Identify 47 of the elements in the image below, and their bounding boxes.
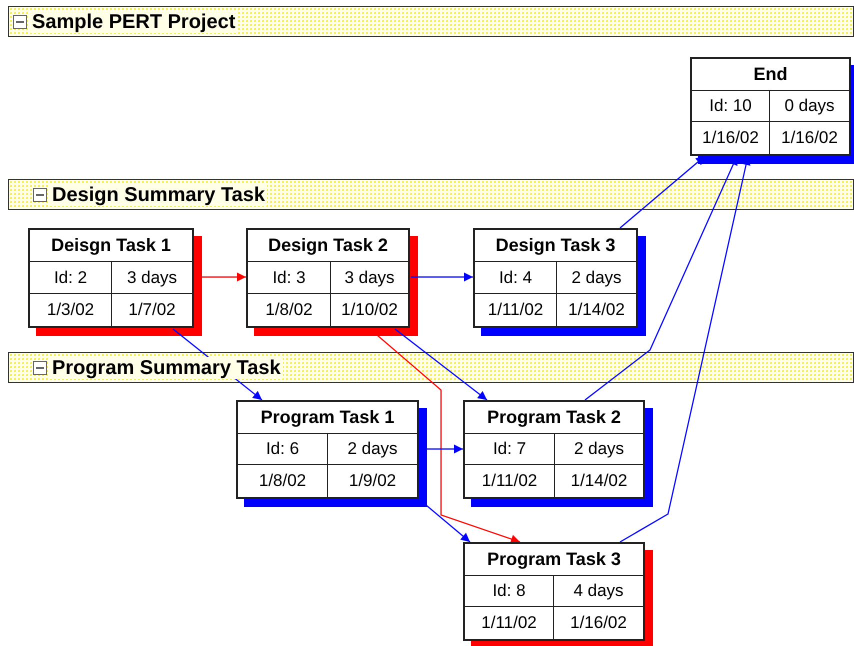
start-date: 1/3/02: [30, 294, 112, 326]
task-name: Design Task 2: [248, 230, 408, 262]
finish-date: 1/14/02: [570, 470, 628, 492]
task-box: [473, 228, 638, 328]
task-duration: 3 days: [331, 262, 408, 294]
task-name: Program Task 1: [238, 402, 417, 434]
task-id: Id: 6: [238, 434, 328, 466]
start-date: 1/11/02: [465, 465, 555, 497]
task-box: [463, 542, 645, 641]
task-duration: 3 days: [112, 262, 192, 294]
task-name: Design Task 3: [475, 230, 636, 262]
start-date: 1/11/02: [465, 607, 554, 639]
task-box: [246, 228, 410, 328]
summary-title: Design Summary Task: [50, 184, 268, 206]
task-id: Id: 8: [465, 576, 554, 608]
task-name: Program Task 2: [465, 402, 643, 434]
task-duration: 4 days: [554, 576, 643, 608]
task-id: Id: 3: [248, 262, 331, 294]
task-box: [463, 400, 645, 499]
task-name: End: [692, 59, 849, 91]
finish-date: 1/16/02: [569, 612, 628, 634]
task-id: Id: 4: [475, 262, 557, 294]
task-box: [690, 57, 851, 156]
finish-date: 1/9/02: [348, 470, 398, 492]
start-date: 1/8/02: [248, 294, 331, 326]
task-id: Id: 2: [30, 262, 112, 294]
task-duration: 2 days: [555, 434, 643, 466]
arrow: [394, 328, 488, 400]
start-date: 1/11/02: [475, 294, 557, 326]
finish-date: 1/10/02: [340, 299, 399, 321]
arrow: [411, 272, 473, 282]
summary-title: Program Summary Task: [50, 357, 283, 379]
task-id: Id: 10: [692, 90, 770, 122]
task-name: Deisgn Task 1: [30, 230, 192, 262]
task-id: Id: 7: [465, 434, 555, 466]
start-date: 1/16/02: [692, 122, 770, 154]
start-date: 1/8/02: [238, 465, 328, 497]
finish-date: 1/14/02: [567, 299, 626, 321]
finish-date: 1/7/02: [127, 299, 177, 321]
task-name: Program Task 3: [465, 544, 643, 576]
task-duration: 2 days: [557, 262, 636, 294]
finish-date: 1/16/02: [780, 127, 839, 150]
summary-title: Sample PERT Project: [30, 11, 238, 33]
task-box: [28, 228, 194, 328]
task-duration: 2 days: [328, 434, 417, 466]
task-duration: 0 days: [770, 90, 849, 122]
task-box: [236, 400, 419, 499]
